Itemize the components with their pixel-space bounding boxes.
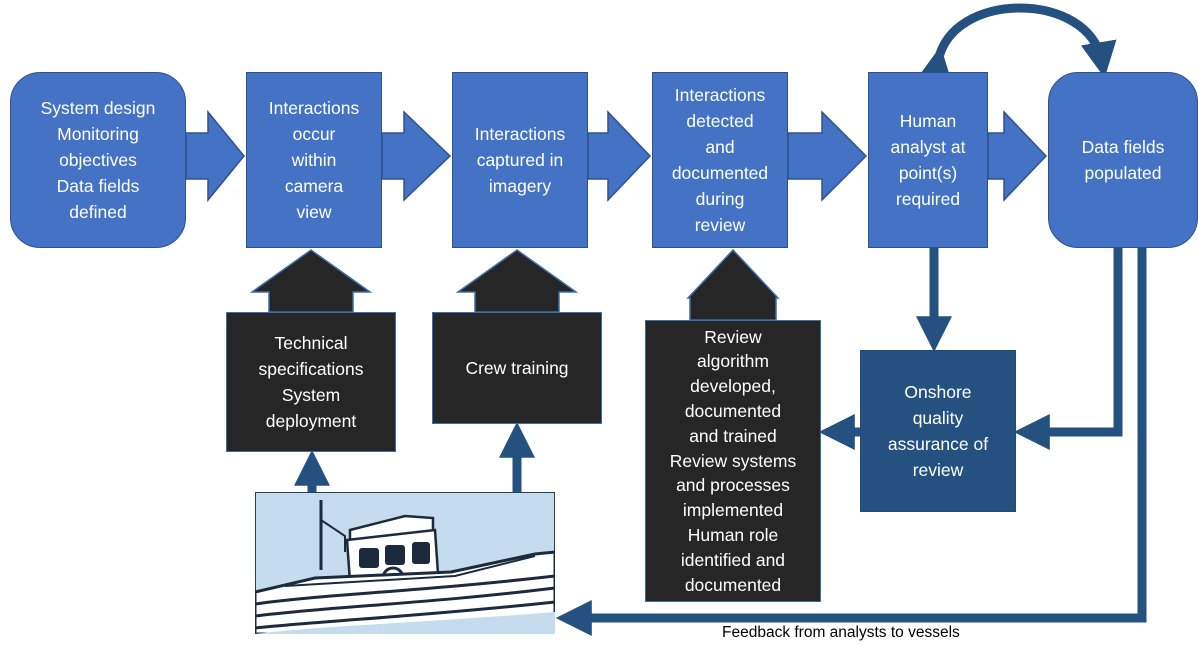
up-arrow-2 [455, 249, 579, 313]
feedback-loop-arc [916, 3, 1117, 85]
block-arrow-5 [987, 110, 1048, 202]
onshore-quality-assurance-box: Onshore quality assurance of review [860, 350, 1016, 512]
up-arrow-3 [686, 248, 780, 321]
step-system-design: System design Monitoring objectives Data… [10, 72, 186, 248]
step-interactions-occur: Interactions occur within camera view [246, 72, 382, 248]
fishing-boat-illustration [255, 492, 555, 634]
up-arrow-1 [249, 249, 373, 313]
step-interactions-detected: Interactions detected and documented dur… [652, 72, 788, 248]
data-to-qa-connector [1013, 248, 1123, 450]
input-crew-training: Crew training [432, 312, 602, 424]
feedback-label: Feedback from analysts to vessels [722, 624, 960, 641]
input-technical-specifications: Technical specifications System deployme… [226, 312, 396, 452]
input-review-algorithm: Review algorithm developed, documented a… [645, 320, 821, 602]
block-arrow-3 [587, 110, 652, 202]
step-data-fields-populated: Data fields populated [1048, 72, 1198, 248]
block-arrow-1 [185, 109, 245, 203]
step-interactions-captured: Interactions captured in imagery [452, 72, 588, 248]
block-arrow-2 [381, 110, 452, 202]
step-human-analyst: Human analyst at point(s) required [868, 72, 988, 248]
block-arrow-4 [787, 110, 868, 202]
feedback-connector [555, 248, 1147, 636]
